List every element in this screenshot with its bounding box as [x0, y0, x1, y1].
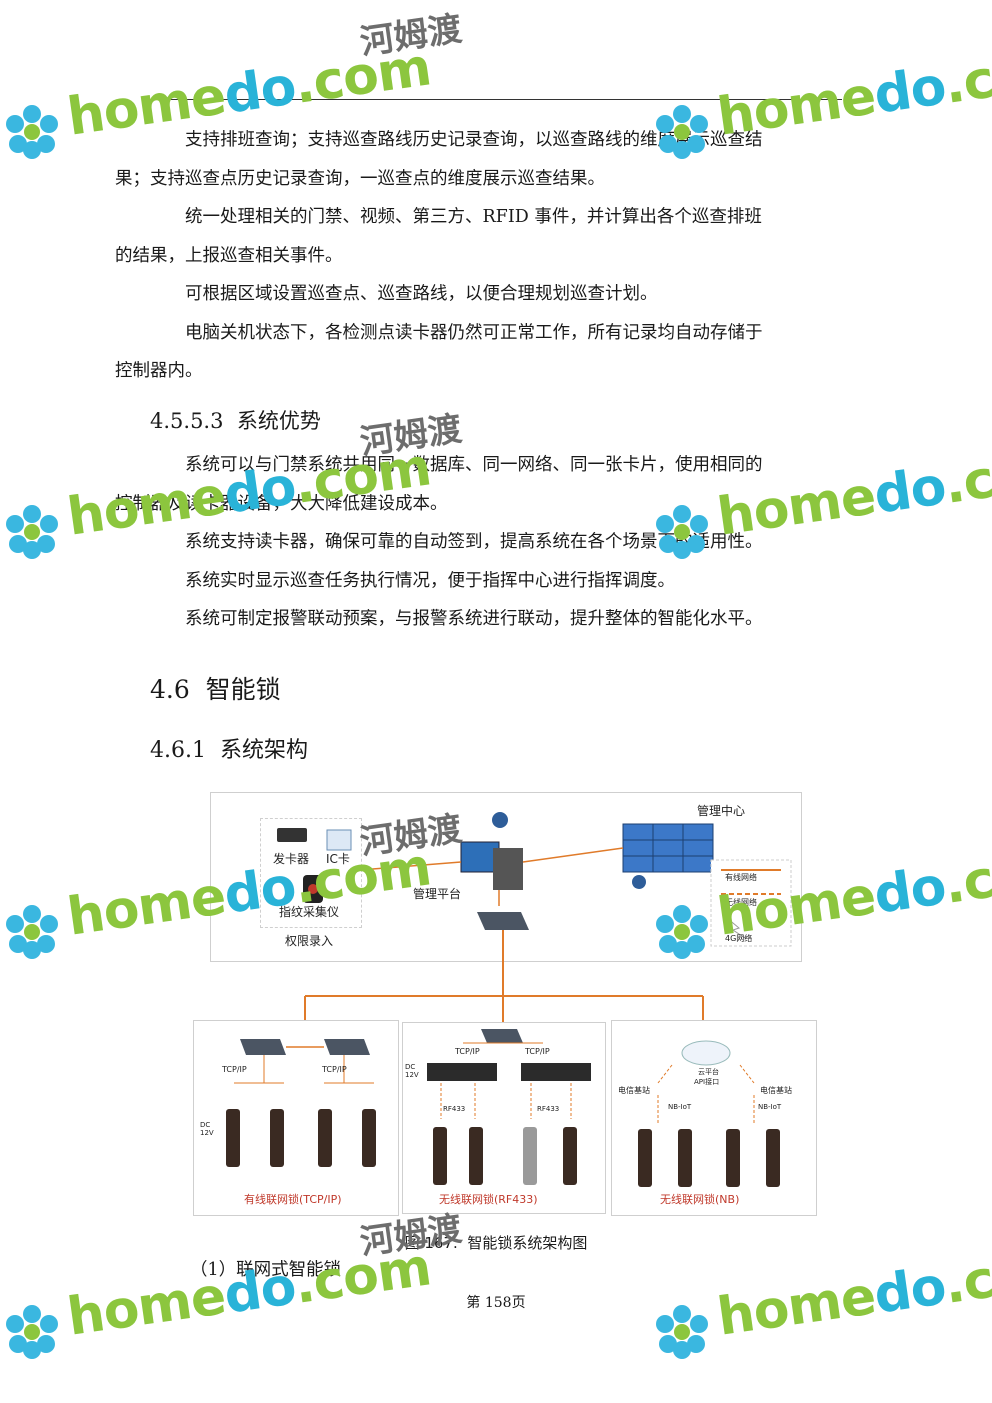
- rf-lock-graphics: [427, 1029, 591, 1185]
- paragraph: 支持排班查询；支持巡查路线历史记录查询，以巡查路线的维度展示巡查结果；支持巡查点…: [115, 130, 763, 189]
- door-lock: [362, 1109, 376, 1167]
- operator-avatar: [632, 875, 646, 889]
- card-issuer-device: [277, 828, 307, 842]
- watermark-flower-icon: [656, 505, 708, 559]
- legend-wireless-label: 无线网络: [725, 898, 757, 907]
- door-lock: [523, 1127, 537, 1185]
- wired-lock-label: 有线联网锁(TCP/IP): [244, 1193, 342, 1206]
- door-lock: [469, 1127, 483, 1185]
- door-lock: [678, 1129, 692, 1187]
- legend-4g-bolt: [726, 917, 746, 939]
- section-heading-46: 4.6 智能锁: [150, 675, 281, 704]
- door-lock: [638, 1129, 652, 1187]
- telecom-station-label: 电信基站: [760, 1086, 792, 1095]
- section-heading-4553: 4.5.5.3 系统优势: [150, 409, 321, 433]
- wired-lock-panel: TCP/IP TCP/IP DC 12V 有线联网锁(TCP/IP): [193, 1020, 399, 1216]
- switch-icon: [324, 1039, 370, 1055]
- rf-lock-label: 无线联网锁(RF433): [439, 1193, 538, 1206]
- operator-avatar: [492, 812, 508, 828]
- pc-tower: [493, 848, 523, 890]
- list-item-1: （1）联网式智能锁: [190, 1260, 342, 1280]
- ic-card: [326, 829, 352, 851]
- tcpip-label: TCP/IP: [322, 1065, 347, 1074]
- telecom-station-label: 电信基站: [618, 1086, 650, 1095]
- nb-lock-label: 无线联网锁(NB): [660, 1193, 740, 1206]
- fingerprint-label: 指纹采集仪: [279, 905, 340, 919]
- wired-lock-graphics: [226, 1039, 376, 1167]
- door-lock: [318, 1109, 332, 1167]
- watermark-flower-icon: [6, 905, 58, 959]
- header-rule: [150, 99, 842, 100]
- paragraph: 统一处理相关的门禁、视频、第三方、RFID 事件，并计算出各个巡查排班的结果，上…: [115, 207, 762, 266]
- rf-lock-panel: TCP/IP TCP/IP DC 12V RF433 RF433 无线联网锁(R…: [402, 1022, 606, 1214]
- card-issuer-label: 发卡器: [273, 852, 310, 866]
- paragraph: 电脑关机状态下，各检测点读卡器仍然可正常工作，所有记录均自动存储于控制器内。: [115, 322, 763, 382]
- paragraph: 系统实时显示巡查任务执行情况，便于指挥中心进行指挥调度。: [185, 570, 675, 591]
- core-switch: [477, 912, 529, 930]
- legend-box: [710, 859, 792, 947]
- body-text-advantages: 系统可以与门禁系统共用同一数据库、同一网络、同一张卡片，使用相同的控制器及读卡器…: [115, 446, 842, 639]
- dc12v-label: DC 12V: [200, 1121, 214, 1137]
- section-heading-461: 4.6.1 系统架构: [150, 738, 308, 763]
- watermark-flower-icon: [656, 905, 708, 959]
- watermark-flower-icon: [656, 105, 708, 159]
- paragraph: 系统支持读卡器，确保可靠的自动签到，提高系统在各个场景下的适用性。: [185, 532, 763, 552]
- mgmt-platform-label: 管理平台: [413, 887, 462, 901]
- tcpip-label: TCP/IP: [525, 1047, 550, 1056]
- door-lock: [226, 1109, 240, 1167]
- door-lock: [766, 1129, 780, 1187]
- nbiot-label: NB-IoT: [758, 1103, 782, 1111]
- paragraph: 可根据区域设置巡查点、巡查路线，以便合理规划巡查计划。: [185, 284, 658, 304]
- watermark-flower-icon: [6, 1305, 58, 1359]
- door-lock: [563, 1127, 577, 1185]
- nbiot-label: NB-IoT: [668, 1103, 692, 1111]
- ic-card-label: IC卡: [326, 852, 350, 866]
- switch-icon: [481, 1029, 523, 1043]
- cloud-icon: [681, 1040, 731, 1066]
- smart-lock-architecture-diagram: 发卡器 IC卡 指纹采集仪 权限录入 管理平台 管理中心 有线网络 无线网络 4…: [193, 790, 817, 1218]
- paragraph: 系统可以与门禁系统共用同一数据库、同一网络、同一张卡片，使用相同的控制器及读卡器…: [115, 455, 763, 514]
- cloud-platform-label: 云平台: [698, 1068, 719, 1076]
- watermark-flower-icon: [6, 105, 58, 159]
- figure-caption: 图 167. 智能锁系统架构图: [404, 1234, 588, 1252]
- permission-entry-label: 权限录入: [285, 934, 334, 948]
- watermark-cn: 河姆渡: [357, 8, 465, 63]
- rf433-label: RF433: [443, 1105, 466, 1113]
- rf-gateway: [521, 1063, 591, 1081]
- page-number: 第 158页: [466, 1295, 526, 1311]
- tcpip-label: TCP/IP: [222, 1065, 247, 1074]
- watermark-flower-icon: [6, 505, 58, 559]
- api-label: API接口: [694, 1078, 720, 1086]
- door-lock: [726, 1129, 740, 1187]
- mgmt-center-label: 管理中心: [697, 804, 746, 818]
- nb-lock-graphics: [638, 1040, 780, 1187]
- rf433-label: RF433: [537, 1105, 560, 1113]
- legend-4g-label: 4G网络: [725, 934, 753, 943]
- video-wall: [622, 823, 714, 873]
- watermark-flower-icon: [656, 1305, 708, 1359]
- tcpip-label: TCP/IP: [455, 1047, 480, 1056]
- paragraph: 系统可制定报警联动预案，与报警系统进行联动，提升整体的智能化水平。: [185, 609, 763, 629]
- fingerprint-sensor: [308, 884, 318, 894]
- body-text-top: 支持排班查询；支持巡查路线历史记录查询，以巡查路线的维度展示巡查结果；支持巡查点…: [115, 121, 842, 391]
- door-lock: [433, 1127, 447, 1185]
- switch-icon: [240, 1039, 286, 1055]
- dc12v-label: DC 12V: [405, 1063, 419, 1079]
- nb-lock-panel: 云平台 API接口 电信基站 电信基站 NB-IoT NB-IoT 无线联网锁(…: [611, 1020, 817, 1216]
- diagram-graphics: [277, 812, 792, 1022]
- legend-wired-label: 有线网络: [725, 873, 757, 882]
- rf-gateway: [427, 1063, 497, 1081]
- door-lock: [270, 1109, 284, 1167]
